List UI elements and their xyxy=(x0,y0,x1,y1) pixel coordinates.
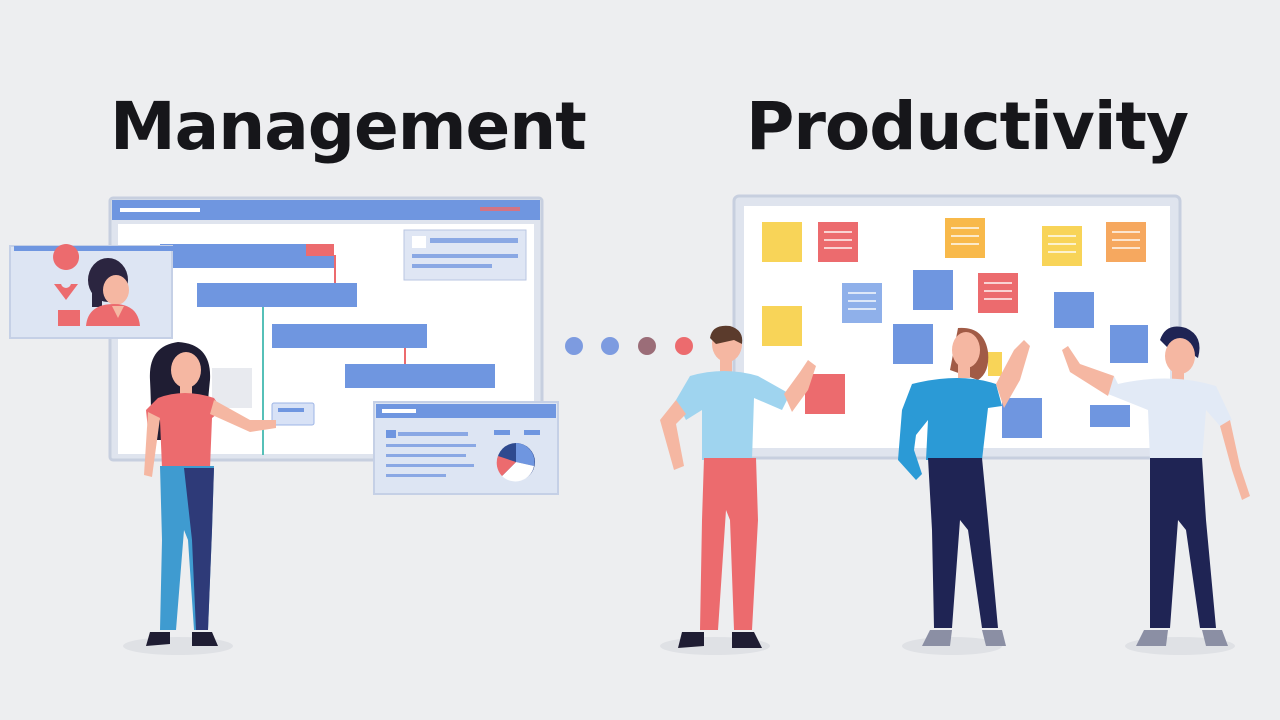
gantt-bar xyxy=(345,364,495,388)
man-pointing xyxy=(1062,326,1250,655)
avatar xyxy=(86,258,140,326)
man-holding-note xyxy=(660,325,816,655)
connector-dots xyxy=(565,337,693,355)
pie-chart-icon xyxy=(496,443,535,482)
sticky-note xyxy=(1090,405,1130,427)
sticky-note xyxy=(1110,325,1148,363)
gantt-bar xyxy=(197,283,357,307)
sticky-note xyxy=(1042,226,1082,266)
heading-productivity: Productivity xyxy=(746,88,1189,165)
report-card xyxy=(373,401,559,495)
woman-presenter xyxy=(123,342,276,655)
sticky-note xyxy=(945,218,985,258)
woman-with-note xyxy=(898,327,1030,655)
gantt-bar xyxy=(272,324,427,348)
gantt-bar xyxy=(160,244,334,268)
sticky-note xyxy=(1054,292,1094,328)
sticky-note xyxy=(805,374,845,414)
sticky-note xyxy=(818,222,858,262)
gantt-board-icon xyxy=(108,196,544,462)
sticky-note xyxy=(762,306,802,346)
sticky-note xyxy=(978,273,1018,313)
sticky-note xyxy=(893,324,933,364)
sticky-note xyxy=(1106,222,1146,262)
profile-card xyxy=(9,244,174,339)
sticky-note xyxy=(913,270,953,310)
map-pin-icon xyxy=(53,244,80,300)
sticky-note xyxy=(762,222,802,262)
sticky-note xyxy=(1002,398,1042,438)
sticky-note xyxy=(842,283,882,323)
heading-management: Management xyxy=(110,88,587,165)
